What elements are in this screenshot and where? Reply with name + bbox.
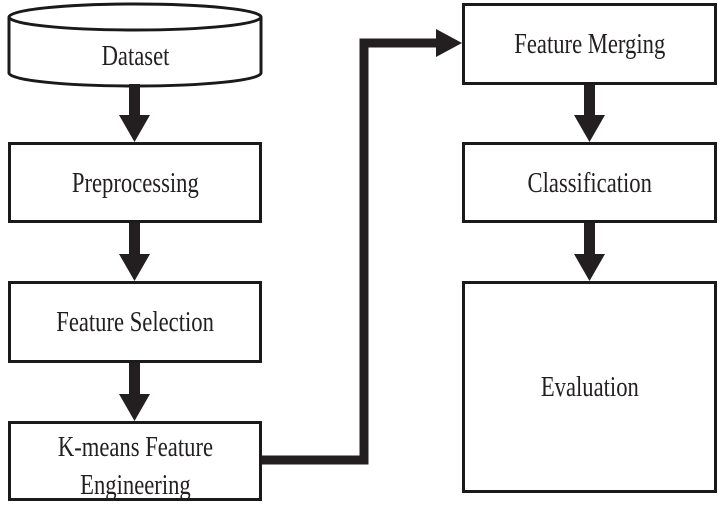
evaluation-label: Evaluation bbox=[540, 371, 639, 403]
feature-merging-label: Feature Merging bbox=[514, 28, 665, 60]
feature-merging-node: Feature Merging bbox=[462, 3, 717, 85]
classification-node: Classification bbox=[462, 142, 717, 223]
arrow-kmeans-to-feature-merging bbox=[262, 29, 462, 465]
dataset-node-shape bbox=[7, 2, 263, 88]
preprocessing-node: Preprocessing bbox=[8, 142, 262, 223]
arrow-feature-selection-to-kmeans bbox=[119, 362, 150, 421]
arrow-dataset-to-preprocessing bbox=[119, 84, 150, 142]
evaluation-node: Evaluation bbox=[462, 281, 717, 493]
dataset-node: Dataset bbox=[10, 36, 260, 76]
feature-selection-label: Feature Selection bbox=[56, 306, 214, 338]
kmeans-feature-engineering-node: K-means Feature Engineering bbox=[8, 421, 262, 501]
classification-label: Classification bbox=[527, 166, 652, 199]
arrow-classification-to-evaluation bbox=[574, 222, 605, 281]
arrow-preprocessing-to-feature-selection bbox=[119, 222, 150, 281]
dataset-label: Dataset bbox=[101, 40, 169, 72]
preprocessing-label: Preprocessing bbox=[71, 166, 199, 199]
feature-selection-node: Feature Selection bbox=[8, 281, 262, 363]
arrow-feature-merging-to-classification bbox=[574, 84, 605, 142]
kmeans-feature-engineering-label: K-means Feature Engineering bbox=[57, 431, 213, 501]
